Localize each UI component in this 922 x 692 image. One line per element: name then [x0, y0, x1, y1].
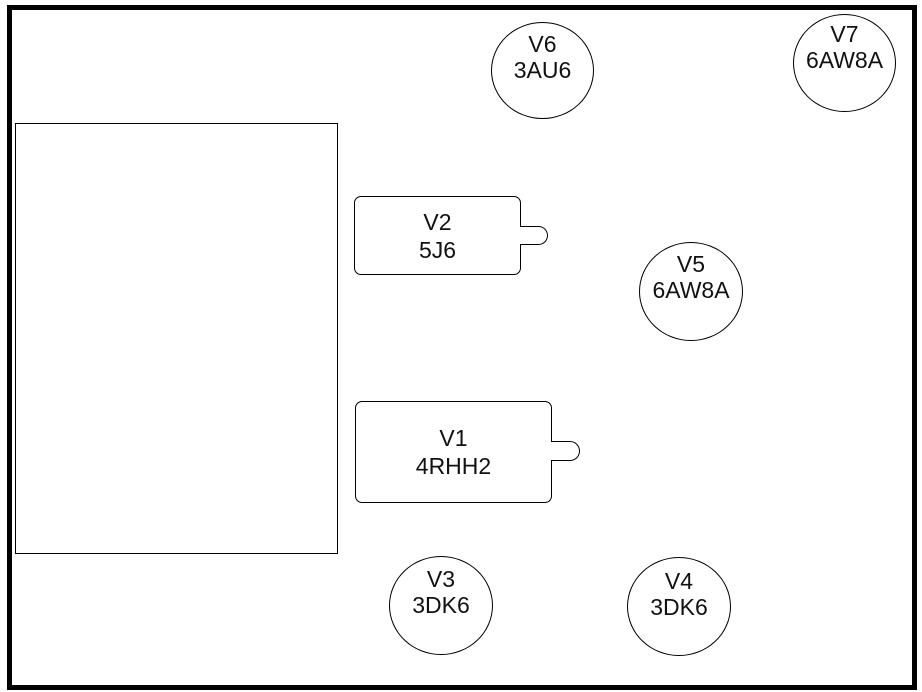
- transformer-block: [15, 123, 338, 554]
- tube-type: 6AW8A: [805, 47, 884, 73]
- tube-v2-key-tab: [520, 226, 548, 245]
- tube-v1: V1 4RHH2: [355, 401, 552, 503]
- tube-type: 4RHH2: [415, 453, 492, 479]
- tube-id: V6: [528, 31, 557, 57]
- tube-v5: V5 6AW8A: [639, 242, 743, 341]
- tube-id: V4: [664, 568, 694, 594]
- tube-id: V1: [439, 425, 468, 451]
- tube-v4: V4 3DK6: [627, 557, 731, 656]
- tube-v1-key-tab: [551, 441, 580, 461]
- tube-type: 3DK6: [412, 592, 470, 618]
- tube-type: 6AW8A: [652, 277, 730, 303]
- tube-type: 3DK6: [650, 594, 708, 620]
- tube-v3: V3 3DK6: [389, 556, 493, 655]
- tube-id: V7: [830, 21, 859, 47]
- tube-type: 3AU6: [513, 57, 572, 83]
- tube-id: V3: [426, 566, 456, 592]
- tube-v6: V6 3AU6: [491, 22, 594, 119]
- tube-id: V2: [423, 208, 452, 235]
- tube-v7: V7 6AW8A: [793, 14, 896, 112]
- tube-id: V5: [676, 251, 706, 277]
- tube-v2: V2 5J6: [354, 196, 521, 275]
- tube-type: 5J6: [418, 236, 457, 263]
